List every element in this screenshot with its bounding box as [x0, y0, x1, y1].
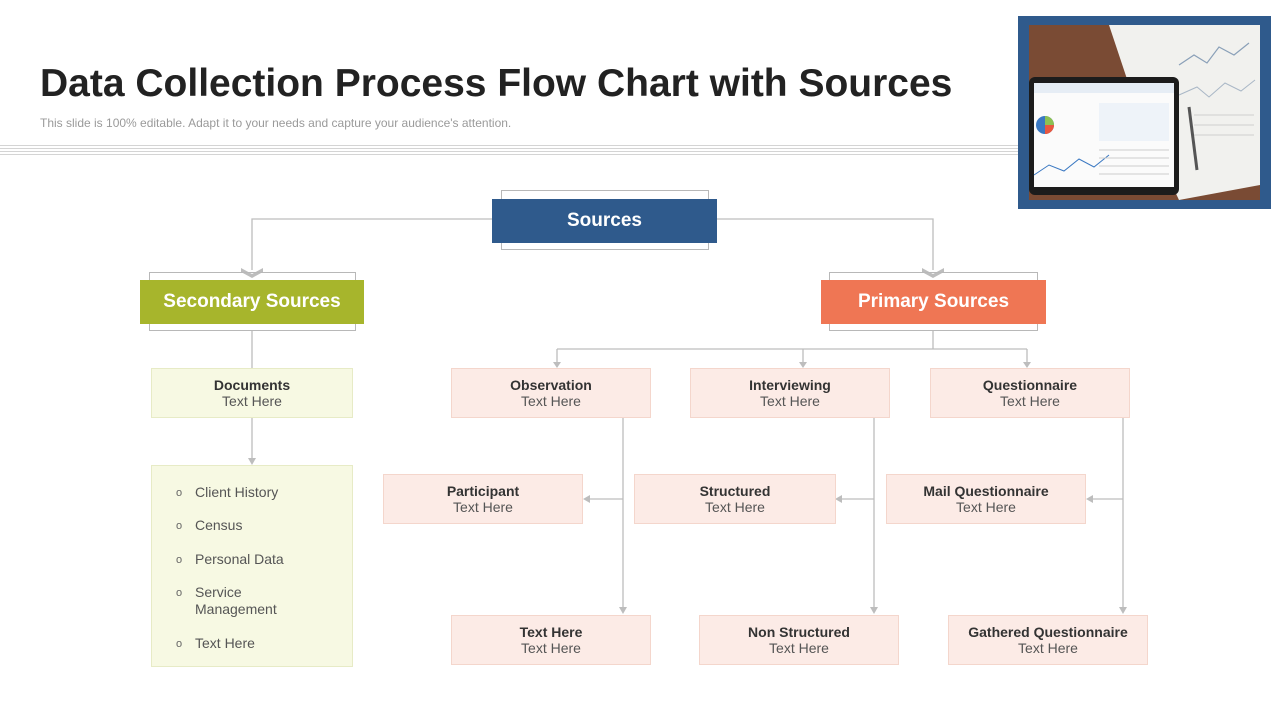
- participant-text: Text Here: [453, 499, 513, 515]
- tablet-illustration: [1029, 25, 1260, 200]
- sources-box: Sources: [492, 199, 717, 243]
- primary-sources-label: Primary Sources: [857, 291, 1010, 312]
- text-here-text: Text Here: [521, 640, 581, 656]
- arrow-down-icon: [553, 362, 561, 368]
- text-here-node: Text Here Text Here: [451, 615, 651, 665]
- arrow-down-icon: [248, 458, 256, 465]
- arrow-down-icon: [799, 362, 807, 368]
- observation-text: Text Here: [521, 393, 581, 409]
- interviewing-node: Interviewing Text Here: [690, 368, 890, 418]
- bullet-circle-icon: o: [176, 487, 183, 499]
- list-item-label: Census: [195, 517, 243, 533]
- participant-node: Participant Text Here: [383, 474, 583, 524]
- gathered-questionnaire-title: Gathered Questionnaire: [968, 624, 1128, 640]
- structured-title: Structured: [699, 483, 771, 499]
- header-divider-stripes: [0, 145, 1022, 157]
- primary-sources-box: Primary Sources: [821, 280, 1046, 324]
- interviewing-text: Text Here: [760, 393, 820, 409]
- documents-list: o Client History o Census o Personal Dat…: [151, 465, 353, 667]
- chevron-down-icon: [922, 268, 944, 278]
- non-structured-title: Non Structured: [748, 624, 850, 640]
- questionnaire-node: Questionnaire Text Here: [930, 368, 1130, 418]
- gathered-questionnaire-text: Text Here: [1018, 640, 1078, 656]
- sources-label: Sources: [567, 210, 642, 231]
- gathered-questionnaire-node: Gathered Questionnaire Text Here: [948, 615, 1148, 665]
- interviewing-title: Interviewing: [749, 377, 831, 393]
- list-item: o Text Here: [176, 635, 255, 653]
- list-item: o Service Management: [176, 584, 295, 618]
- questionnaire-text: Text Here: [1000, 393, 1060, 409]
- arrow-down-icon: [1119, 607, 1127, 614]
- arrow-down-icon: [1023, 362, 1031, 368]
- arrow-left-icon: [835, 495, 842, 503]
- mail-questionnaire-node: Mail Questionnaire Text Here: [886, 474, 1086, 524]
- tablet-photo: [1018, 16, 1271, 209]
- text-here-title: Text Here: [519, 624, 583, 640]
- secondary-sources-label: Secondary Sources: [163, 291, 341, 312]
- page-title: Data Collection Process Flow Chart with …: [40, 62, 953, 105]
- participant-title: Participant: [446, 483, 520, 499]
- list-item-label: Personal Data: [195, 551, 284, 567]
- bullet-circle-icon: o: [176, 520, 183, 532]
- chevron-down-icon: [241, 268, 263, 278]
- page-subtitle: This slide is 100% editable. Adapt it to…: [40, 116, 512, 130]
- arrow-down-icon: [619, 607, 627, 614]
- list-item: o Client History: [176, 484, 278, 502]
- structured-node: Structured Text Here: [634, 474, 836, 524]
- arrow-left-icon: [1086, 495, 1093, 503]
- bullet-circle-icon: o: [176, 638, 183, 650]
- mail-questionnaire-text: Text Here: [956, 499, 1016, 515]
- list-item-label: Service Management: [195, 584, 277, 617]
- questionnaire-title: Questionnaire: [982, 377, 1078, 393]
- list-item: o Personal Data: [176, 551, 284, 569]
- list-item-label: Client History: [195, 484, 279, 500]
- documents-node: Documents Text Here: [151, 368, 353, 418]
- secondary-sources-box: Secondary Sources: [140, 280, 364, 324]
- mail-questionnaire-title: Mail Questionnaire: [923, 483, 1049, 499]
- structured-text: Text Here: [705, 499, 765, 515]
- observation-title: Observation: [510, 377, 592, 393]
- bullet-circle-icon: o: [176, 554, 183, 566]
- documents-text: Text Here: [222, 393, 282, 409]
- bullet-circle-icon: o: [176, 587, 183, 599]
- observation-node: Observation Text Here: [451, 368, 651, 418]
- arrow-down-icon: [870, 607, 878, 614]
- arrow-left-icon: [583, 495, 590, 503]
- list-item: o Census: [176, 517, 242, 535]
- non-structured-text: Text Here: [769, 640, 829, 656]
- non-structured-node: Non Structured Text Here: [699, 615, 899, 665]
- list-item-label: Text Here: [195, 635, 255, 651]
- documents-title: Documents: [213, 377, 291, 393]
